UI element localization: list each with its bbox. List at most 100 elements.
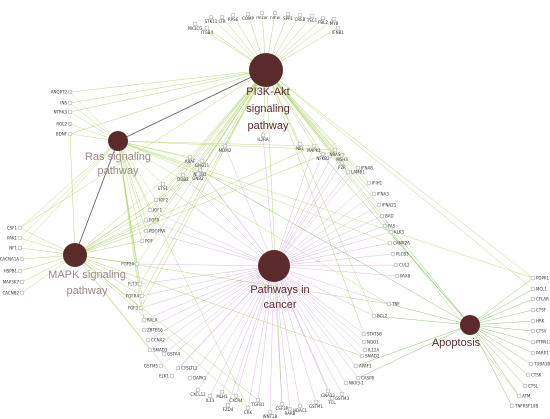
gene-node-angpt2[interactable] [67, 89, 73, 95]
gene-node-dapk1[interactable] [187, 375, 193, 381]
gene-node-pgf[interactable] [139, 238, 145, 244]
pathway-node-pi3k[interactable] [249, 53, 283, 87]
gene-node-stat5b[interactable] [361, 331, 367, 337]
gene-node-rps6[interactable] [230, 12, 236, 18]
gene-node-pak1[interactable] [17, 235, 23, 241]
gene-node-f2r[interactable] [339, 160, 345, 166]
gene-node-pax8[interactable] [394, 273, 400, 279]
gene-node-csf3r[interactable] [279, 401, 285, 407]
gene-node-mapk1[interactable] [311, 143, 317, 149]
gene-node-cul2[interactable] [393, 262, 399, 268]
gene-node-lamb1[interactable] [345, 169, 351, 175]
gene-node-spp1[interactable] [285, 11, 291, 17]
gene-node-ifna21[interactable] [376, 202, 382, 208]
gene-node-cysltl2[interactable] [175, 365, 181, 371]
gene-node-klk3[interactable] [388, 229, 394, 235]
gene-node-plcb3[interactable] [390, 251, 396, 257]
gene-node-crk[interactable] [245, 405, 251, 411]
gene-node-ltr[interactable] [219, 14, 225, 20]
gene-node-smad2[interactable] [359, 353, 365, 359]
gene-node-ctsk[interactable] [525, 372, 531, 378]
gene-node-camk2a[interactable] [387, 240, 393, 246]
gene-node-rala[interactable] [141, 317, 147, 323]
gene-node-map3k7[interactable] [19, 279, 25, 285]
pathway-node-mapk[interactable] [63, 243, 87, 267]
gene-node-myb[interactable] [331, 16, 337, 22]
gene-node-pdpk1[interactable] [530, 275, 536, 281]
gene-node-cxcr4[interactable] [233, 393, 239, 399]
gene-node-csf1[interactable] [17, 225, 23, 231]
gene-node-ntrk3[interactable] [67, 109, 73, 115]
gene-node-fgf3[interactable] [138, 305, 144, 311]
gene-node-mdm2[interactable] [222, 143, 228, 149]
gene-node-zbtb16[interactable] [141, 327, 147, 333]
pathway-node-apoptosis[interactable] [460, 315, 480, 335]
gene-node-stk11[interactable] [208, 14, 214, 20]
gene-node-rgl2[interactable] [67, 121, 73, 127]
gene-node-creb[interactable] [297, 12, 303, 18]
pathway-node-cancer[interactable] [258, 250, 290, 282]
gene-node-gstm1[interactable] [313, 399, 319, 405]
gene-node-nfkb2[interactable] [320, 151, 326, 157]
gene-node-rarb[interactable] [287, 406, 293, 412]
gene-node-araf[interactable] [187, 154, 193, 160]
gene-node-mlh1[interactable] [219, 389, 225, 395]
gene-node-nqo1[interactable] [361, 339, 367, 345]
gene-node-nel[interactable] [297, 141, 303, 147]
gene-node-gstm5[interactable] [158, 363, 164, 369]
gene-node-gna13[interactable] [325, 388, 331, 394]
gene-node-ifnb1[interactable] [335, 25, 341, 31]
gene-node-casp8[interactable] [355, 375, 361, 381]
gene-node-parp1[interactable] [530, 350, 536, 356]
gene-node-tsc1[interactable] [309, 13, 315, 19]
gene-node-cxcl12[interactable] [195, 387, 201, 393]
gene-node-gnb2[interactable] [195, 171, 201, 177]
gene-node-elk1[interactable] [169, 373, 175, 379]
gene-node-comp[interactable] [245, 11, 251, 17]
gene-node-tcl[interactable] [329, 395, 335, 401]
gene-node-nf1[interactable] [17, 245, 23, 251]
gene-node-igf2[interactable] [153, 197, 159, 203]
gene-node-wnt2b[interactable] [267, 409, 273, 415]
gene-node-ifna3[interactable] [371, 191, 377, 197]
gene-node-tnf[interactable] [386, 301, 392, 307]
gene-node-cacna1a[interactable] [19, 256, 25, 262]
gene-node-nmw[interactable] [272, 10, 278, 16]
gene-node-ptpn13[interactable] [530, 339, 536, 345]
gene-node-ifih1[interactable] [366, 180, 372, 186]
gene-node-fzd4[interactable] [225, 402, 231, 408]
gene-node-mcl1[interactable] [530, 286, 536, 292]
gene-node-cflar[interactable] [530, 296, 536, 302]
gene-node-ets1[interactable] [160, 181, 166, 187]
gene-node-igf1[interactable] [147, 207, 153, 213]
gene-node-hrk[interactable] [530, 318, 536, 324]
pathway-node-ras[interactable] [108, 131, 128, 151]
gene-node-flt3[interactable] [137, 281, 143, 287]
gene-node-bad[interactable] [379, 213, 385, 219]
gene-node-nras[interactable] [332, 147, 338, 153]
gene-node-atm[interactable] [516, 393, 522, 399]
gene-node-ctsv[interactable] [530, 328, 536, 334]
gene-node-pik3cg[interactable] [192, 21, 198, 27]
gene-node-apaf1[interactable] [353, 363, 359, 369]
gene-node-ifna8[interactable] [355, 165, 361, 171]
gene-node-rmcor[interactable] [259, 10, 265, 16]
gene-node-nfkb1[interactable] [197, 167, 203, 173]
gene-node-itgb4[interactable] [204, 25, 210, 31]
gene-node-il2ra[interactable] [260, 132, 266, 138]
gene-node-hspb1[interactable] [17, 268, 23, 274]
gene-node-gsta4[interactable] [161, 351, 167, 357]
gene-node-pdgfra[interactable] [143, 228, 149, 234]
gene-node-nkx3-1[interactable] [343, 380, 349, 386]
gene-node-ctsl[interactable] [522, 383, 528, 389]
gene-node-smad3[interactable] [147, 347, 153, 353]
gene-node-tuba1b[interactable] [528, 361, 534, 367]
gene-node-cacnb2[interactable] [19, 290, 25, 296]
gene-node-ccna2[interactable] [145, 337, 151, 343]
gene-node-bcl2[interactable] [371, 313, 377, 319]
gene-node-fgf9[interactable] [143, 217, 149, 223]
gene-node-fbl2[interactable] [320, 15, 326, 21]
gene-node-hdac1[interactable] [297, 403, 303, 409]
gene-node-gstm3[interactable] [339, 391, 345, 397]
gene-node-il13[interactable] [207, 393, 213, 399]
